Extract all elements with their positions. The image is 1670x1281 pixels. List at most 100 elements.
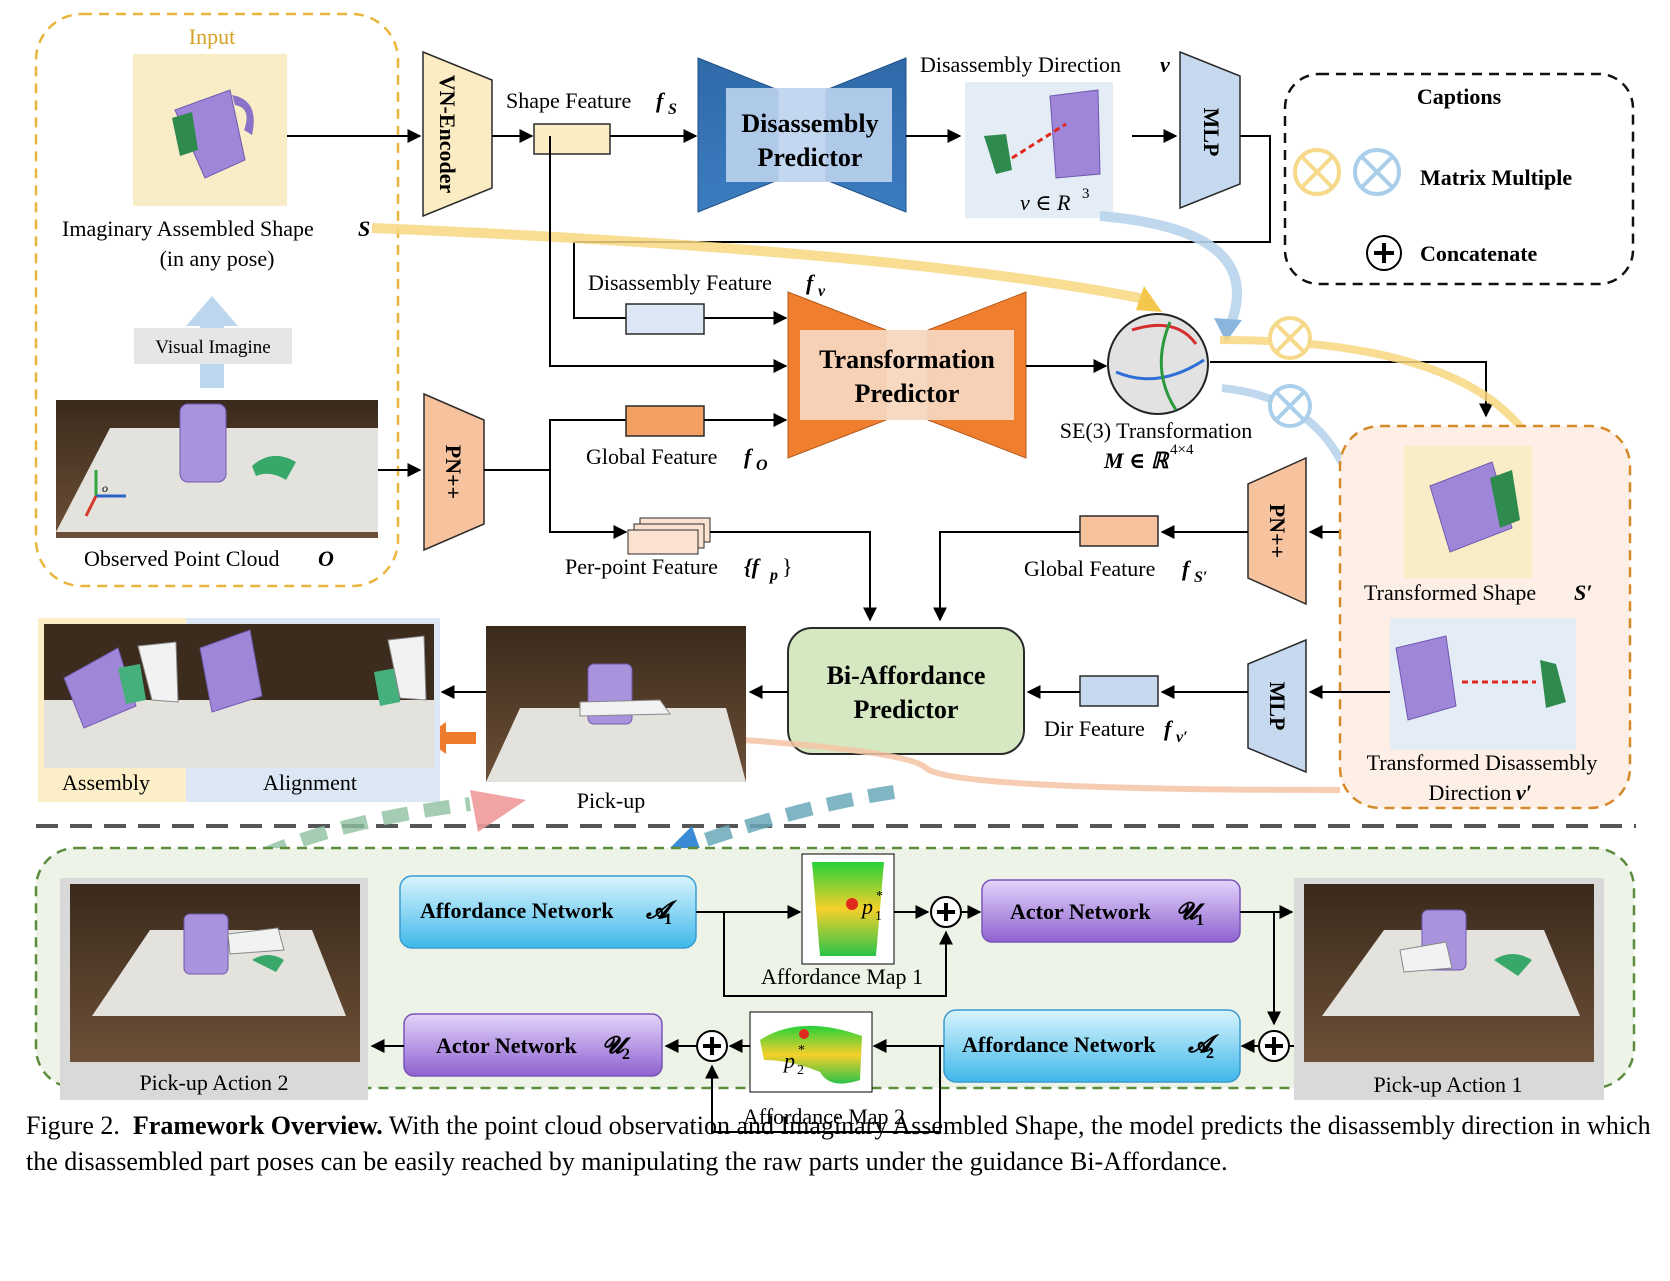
assembly-label: Assembly xyxy=(62,770,150,795)
yellow-flow-curve xyxy=(371,223,1151,305)
aff2-sub: 2 xyxy=(1206,1045,1214,1062)
global-feature-o-label: Global Feature xyxy=(586,444,717,469)
mug-icon xyxy=(172,89,254,179)
dir-feature-block xyxy=(1079,675,1159,707)
affordance-map-2-label: Affordance Map 2 xyxy=(743,1104,905,1129)
dir-arrow xyxy=(1011,122,1067,160)
actor1-sub: 1 xyxy=(1196,912,1204,929)
transformed-dir-line2: Direction xyxy=(1428,780,1511,805)
se3-label: SE(3) Transformation xyxy=(1060,418,1253,443)
bi-affordance-block xyxy=(787,627,1025,755)
aff1-label: Affordance Network xyxy=(420,898,614,923)
shape-feature-symbol: f xyxy=(656,88,666,113)
map2-p: p xyxy=(782,1048,795,1073)
pn-right-label: PN++ xyxy=(1265,504,1290,558)
disassembly-feature-block xyxy=(625,303,705,335)
observed-symbol: O xyxy=(318,546,334,571)
transformed-shape-symbol: S′ xyxy=(1574,580,1592,605)
disassembly-predictor-block xyxy=(726,88,892,182)
per-point-label: Per-point Feature xyxy=(565,554,718,579)
aff1-sub: 1 xyxy=(664,911,672,928)
map2-p-sub: 2 xyxy=(797,1063,804,1078)
disassembly-predictor-line1: Disassembly xyxy=(741,109,878,138)
captions-concat-label: Concatenate xyxy=(1420,241,1538,266)
imaginary-shape-symbol: S xyxy=(358,216,370,241)
input-panel xyxy=(34,12,400,588)
mlp-top-label: MLP xyxy=(1199,108,1224,157)
vn-encoder-block xyxy=(422,50,493,218)
captions-matrix-label: Matrix Multiple xyxy=(1420,165,1572,190)
transformed-shape-label: Transformed Shape xyxy=(1364,580,1536,605)
captions-title: Captions xyxy=(1417,84,1502,109)
pickup-action1-label: Pick-up Action 1 xyxy=(1373,1072,1522,1097)
transformation-predictor-block xyxy=(800,330,1014,420)
concat-icon-3 xyxy=(1258,1030,1290,1062)
affordance-map-1-heat xyxy=(812,862,884,956)
transformation-predictor-line2: Predictor xyxy=(855,379,960,408)
map1-p: p xyxy=(860,894,873,919)
concatenate-icon xyxy=(1366,235,1402,271)
vn-encoder-label: VN-Encoder xyxy=(435,75,460,194)
global-feature-s-symbol: f xyxy=(1182,556,1192,581)
pn-left-block xyxy=(423,392,485,552)
disassembly-direction-exp: 3 xyxy=(1082,186,1090,202)
disassembly-direction-expr: v ∈ R xyxy=(1020,190,1071,215)
se3-exp: 4×4 xyxy=(1170,442,1194,458)
affordance-map-1-label: Affordance Map 1 xyxy=(761,964,923,989)
global-feature-o-sub: O xyxy=(756,457,768,474)
captions-panel xyxy=(1283,72,1635,286)
matrix-multiply-flow-blue xyxy=(1268,384,1312,428)
dir-mug xyxy=(1049,89,1101,179)
visual-imagine-label: Visual Imagine xyxy=(155,337,270,358)
dir-feature-label: Dir Feature xyxy=(1044,716,1145,741)
transformation-predictor-line1: Transformation xyxy=(819,345,995,374)
caption-text: With the point cloud observation and Ima… xyxy=(26,1111,1651,1176)
fade-arrow-right xyxy=(679,785,896,855)
transformed-dir-symbol: v′ xyxy=(1516,780,1532,805)
caption-bold: Framework Overview. xyxy=(132,1111,383,1140)
matrix-multiply-icon-blue xyxy=(1353,148,1401,196)
concat-icon-1 xyxy=(930,896,962,928)
shape-feature-label: Shape Feature xyxy=(506,88,631,113)
affordance-map-2-heat xyxy=(760,1025,862,1084)
actor1-label: Actor Network xyxy=(1010,899,1151,924)
transformed-dir-mug xyxy=(1395,635,1457,721)
pn-left-label: PN++ xyxy=(441,445,466,499)
aff2-label: Affordance Network xyxy=(962,1032,1156,1057)
per-point-expr: {f xyxy=(744,554,762,579)
mlp-bottom-block xyxy=(1247,638,1307,774)
pickup-flow-curve xyxy=(743,737,1341,793)
disassembly-direction-symbol: v xyxy=(1160,52,1170,77)
pickup-action2-label: Pick-up Action 2 xyxy=(139,1070,288,1095)
observed-label: Observed Point Cloud xyxy=(84,546,280,571)
map1-p-sub: 1 xyxy=(875,909,882,924)
axis-icon xyxy=(84,470,126,517)
matrix-multiply-icon-yellow xyxy=(1293,148,1341,196)
disassembly-feature-sub: v xyxy=(818,283,826,300)
map2-p-star: * xyxy=(798,1043,805,1058)
matrix-multiply-flow-yellow xyxy=(1268,316,1312,360)
global-feature-s-label: Global Feature xyxy=(1024,556,1155,581)
dir-feature-symbol: f xyxy=(1164,716,1174,741)
se3-expr: M ∈ ℝ xyxy=(1103,448,1170,473)
global-feature-s-block xyxy=(1079,515,1159,547)
disassembly-direction-label: Disassembly Direction xyxy=(920,52,1121,77)
observed-mug xyxy=(179,403,227,483)
mlp-bottom-label: MLP xyxy=(1265,682,1290,731)
alignment-label: Alignment xyxy=(263,770,357,795)
bi-affordance-line2: Predictor xyxy=(854,695,959,724)
global-feature-s-sub: S′ xyxy=(1194,569,1207,586)
disassembly-feature-symbol: f xyxy=(806,270,816,295)
per-point-sub: p xyxy=(768,567,778,584)
observed-part xyxy=(252,455,296,480)
axis-origin: o xyxy=(102,481,108,495)
disassembly-predictor-line2: Predictor xyxy=(758,143,863,172)
mlp-top-block xyxy=(1179,50,1241,210)
actor2-label: Actor Network xyxy=(436,1033,577,1058)
blue-flow-curve xyxy=(1099,211,1242,328)
shape-feature-block xyxy=(533,123,611,155)
concat-icon-2 xyxy=(696,1030,728,1062)
per-point-close: } xyxy=(782,554,793,579)
global-feature-o-block xyxy=(625,405,705,437)
imaginary-shape-label: Imaginary Assembled Shape xyxy=(62,216,314,241)
